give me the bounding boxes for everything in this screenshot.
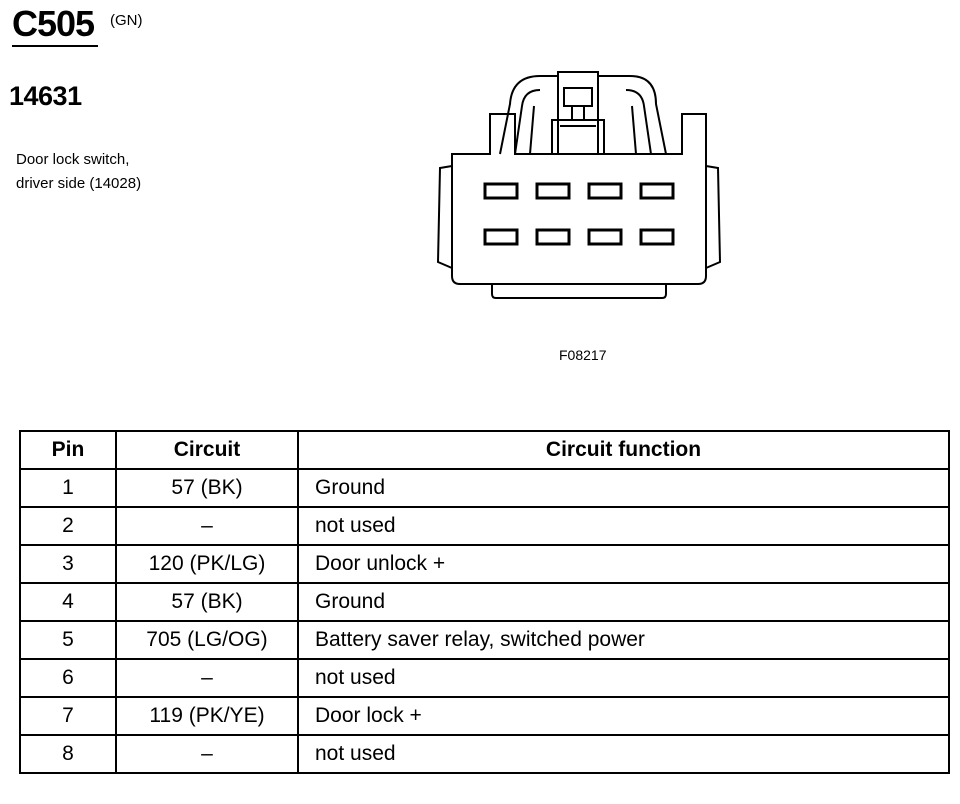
cell-function: Door unlock + [297, 544, 950, 584]
cell-pin: 6 [19, 658, 117, 698]
cell-pin: 2 [19, 506, 117, 546]
latch-outer [557, 71, 599, 155]
connector-bottom-rail [491, 284, 667, 299]
cell-circuit: 57 (BK) [115, 468, 299, 508]
figure-id: F08217 [559, 347, 607, 363]
terminal-cavity [535, 228, 571, 246]
terminal-cavity [639, 228, 675, 246]
cell-pin: 7 [19, 696, 117, 736]
terminal-cavities [483, 182, 675, 246]
header-circuit-function: Circuit function [297, 430, 950, 470]
connector-id-underline [12, 45, 98, 47]
header-circuit: Circuit [115, 430, 299, 470]
component-description: Door lock switch, driver side (14028) [16, 148, 141, 196]
terminal-cavity [587, 182, 623, 200]
cell-function: not used [297, 734, 950, 774]
description-line-1: Door lock switch, [16, 151, 130, 168]
cell-function: not used [297, 658, 950, 698]
description-line-2: driver side (14028) [16, 175, 142, 192]
terminal-cavity [639, 182, 675, 200]
cell-circuit: – [115, 506, 299, 546]
cell-pin: 5 [19, 620, 117, 660]
cell-function: Ground [297, 582, 950, 622]
cell-pin: 8 [19, 734, 117, 774]
cell-circuit: – [115, 734, 299, 774]
table-header-row: Pin Circuit Circuit function [19, 430, 950, 470]
connector-body [451, 113, 707, 285]
connector-left-ear [436, 165, 453, 269]
latch-inner [551, 119, 605, 155]
cell-function: Battery saver relay, switched power [297, 620, 950, 660]
cell-circuit: 57 (BK) [115, 582, 299, 622]
table-row: 8–not used [19, 734, 950, 774]
part-number: 14631 [9, 81, 82, 111]
cell-circuit: 705 (LG/OG) [115, 620, 299, 660]
terminal-cavity [483, 228, 519, 246]
cell-function: not used [297, 506, 950, 546]
cell-pin: 1 [19, 468, 117, 508]
cell-function: Door lock + [297, 696, 950, 736]
table-row: 2–not used [19, 506, 950, 546]
cell-circuit: – [115, 658, 299, 698]
cell-pin: 3 [19, 544, 117, 584]
cell-function: Ground [297, 468, 950, 508]
connector-color-code: (GN) [110, 12, 143, 29]
cell-circuit: 120 (PK/LG) [115, 544, 299, 584]
connector-face-diagram [436, 71, 722, 299]
header-pin: Pin [19, 430, 117, 470]
cell-pin: 4 [19, 582, 117, 622]
connector-id: C505 [12, 3, 95, 44]
cell-circuit: 119 (PK/YE) [115, 696, 299, 736]
connector-right-ear [705, 165, 722, 269]
table-row: 6–not used [19, 658, 950, 698]
terminal-cavity [483, 182, 519, 200]
terminal-cavity [535, 182, 571, 200]
terminal-cavity [587, 228, 623, 246]
